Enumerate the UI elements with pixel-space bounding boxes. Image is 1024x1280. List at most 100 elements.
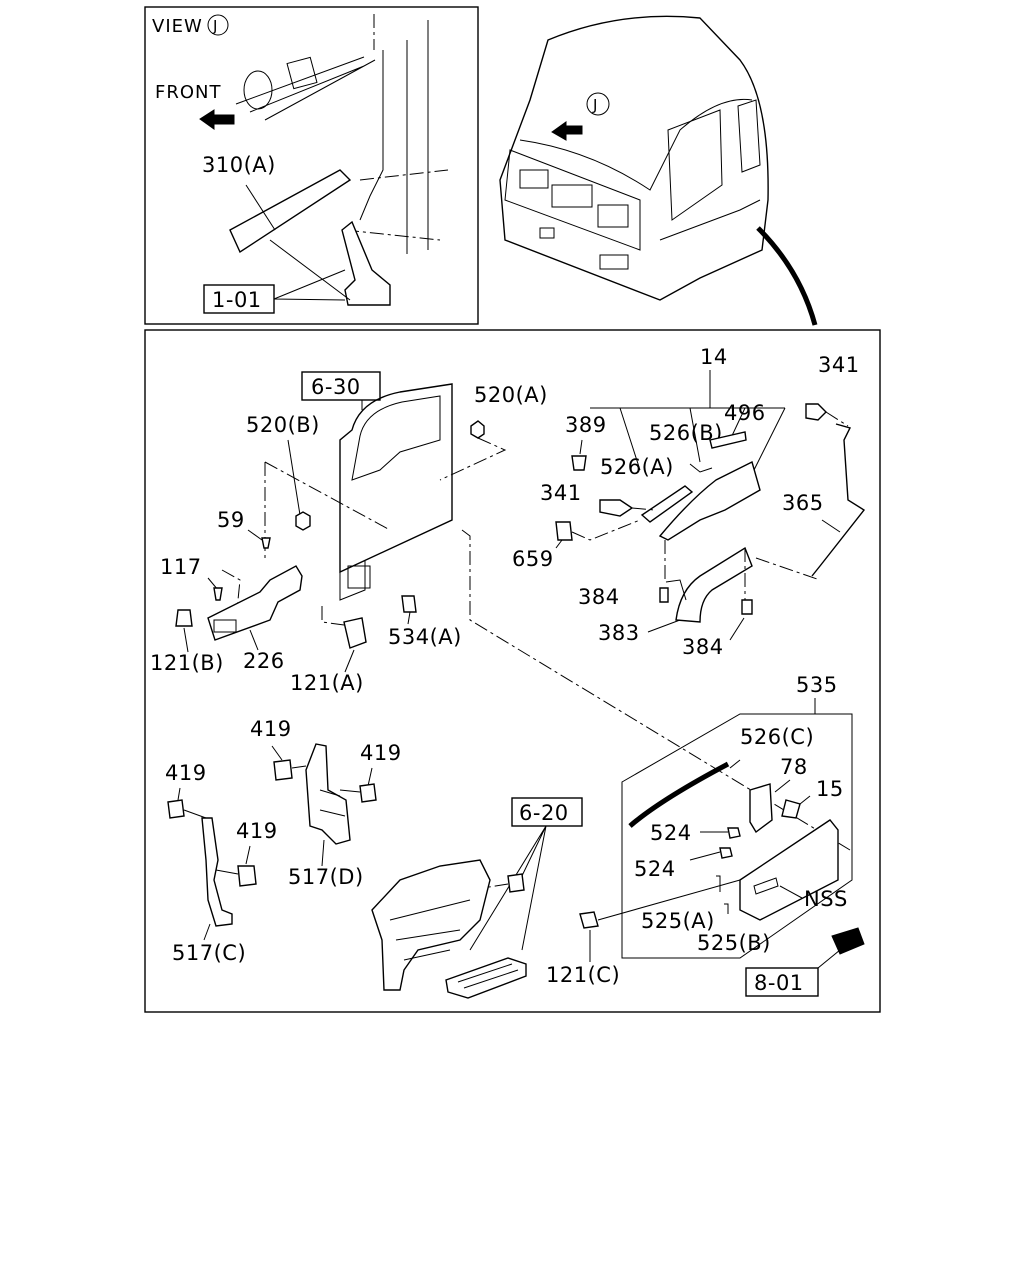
screw-384a [659,587,669,603]
clip-6-20 [507,873,525,893]
leader-15 [799,795,811,805]
leader-78 [774,779,791,793]
label-14: 14 [700,345,728,369]
leader-226 [249,629,259,651]
leader-14 [590,370,786,479]
ref-1-01: 1-01 [212,288,262,312]
nut-520b [295,511,311,531]
clip-659 [555,521,573,541]
door-frame-outer [339,383,453,574]
interior-pillar [359,20,429,254]
leader-659 [555,539,563,549]
bolt-419c-shaft [183,809,207,819]
label-15: 15 [816,777,844,801]
pad-496 [709,431,747,449]
cab-marker-letter: J [592,96,598,114]
interior-plate [286,56,318,90]
label-383: 383 [598,621,640,645]
interior-dash [344,169,449,241]
leader-310a [245,184,276,231]
nut-524a [727,827,741,839]
label-526c: 526(C) [740,725,814,749]
leader-121a [344,649,355,673]
ref-6-20: 6-20 [519,801,569,825]
label-78: 78 [780,755,808,779]
label-341b: 341 [818,353,860,377]
dash-659 [571,519,641,541]
screw-389 [571,455,587,471]
lamp-8-01 [831,927,865,955]
door-hinge-plate [347,565,371,589]
bracket-group-517: 419 419 517(D) 419 419 517(C) [165,717,402,965]
leader-419c [177,787,181,801]
dash-341a [631,507,656,511]
cab-roof-line [519,98,753,191]
bolt-15 [781,799,801,819]
label-384a: 384 [578,585,620,609]
leader-59 [247,529,263,541]
hinge-bracket-226 [207,565,303,641]
leader-365 [821,519,841,533]
view-j-inset: VIEW J FRONT 310(A) 1-01 [144,6,479,325]
leader-534a [407,611,411,625]
label-384b: 384 [682,635,724,659]
label-419b: 419 [360,741,402,765]
screw-384b [741,599,753,615]
label-517c: 517(C) [172,941,246,965]
leader-8-01 [817,949,841,969]
clip-534a [401,595,417,613]
view-marker-circle [207,14,229,36]
dash-520a [439,437,507,481]
label-341a: 341 [540,481,582,505]
clip-526b [689,463,713,473]
leader-524b [689,851,721,861]
part-310a-pad [229,169,352,254]
main-parts-frame [144,329,881,1013]
step-cover-slot [753,877,779,895]
cab-step-line [659,199,761,241]
step-tread [445,957,527,999]
dash-121a [321,606,345,626]
leader-121b [183,627,189,653]
bolt-419a [273,759,293,781]
clip-121c [579,911,599,929]
trim-526a [640,485,694,523]
label-535: 535 [796,673,838,697]
leader-383 [647,619,681,633]
label-659: 659 [512,547,554,571]
bolt-59 [261,537,271,549]
leader-1-01 [273,269,346,301]
grommet-121a [343,617,367,649]
step-cover-535 [739,819,839,921]
view-title: VIEW [152,16,203,37]
clip-525a [716,875,721,892]
label-496: 496 [724,401,766,425]
leader-526c [729,759,741,769]
dash-383 [664,540,746,600]
ref-8-01: 8-01 [754,971,804,995]
label-520a: 520(A) [474,383,548,407]
dash-520b [264,461,391,560]
bracket-517d-holes [319,789,346,817]
step-frame-detail [389,899,471,961]
cab-outline [499,15,769,301]
front-arrow-icon [199,109,235,130]
label-534a: 534(A) [388,625,462,649]
label-226: 226 [243,649,285,673]
bolt-419d [237,865,257,887]
cab-grille-3 [597,204,629,228]
step-tread-lines [457,963,519,989]
bolt-419c [167,799,185,819]
ref-6-30: 6-30 [311,375,361,399]
leader-nss [779,885,803,899]
bolt-419b [359,783,377,803]
label-121a: 121(A) [290,671,364,695]
label-525a: 525(A) [641,909,715,933]
bolt-117 [213,587,223,601]
step-frame-group: 6-20 [371,797,583,999]
label-121b: 121(B) [150,651,224,675]
trim-cover-14 [658,460,761,541]
cab-front-face [504,149,641,251]
trim-strip-526c [628,761,730,828]
